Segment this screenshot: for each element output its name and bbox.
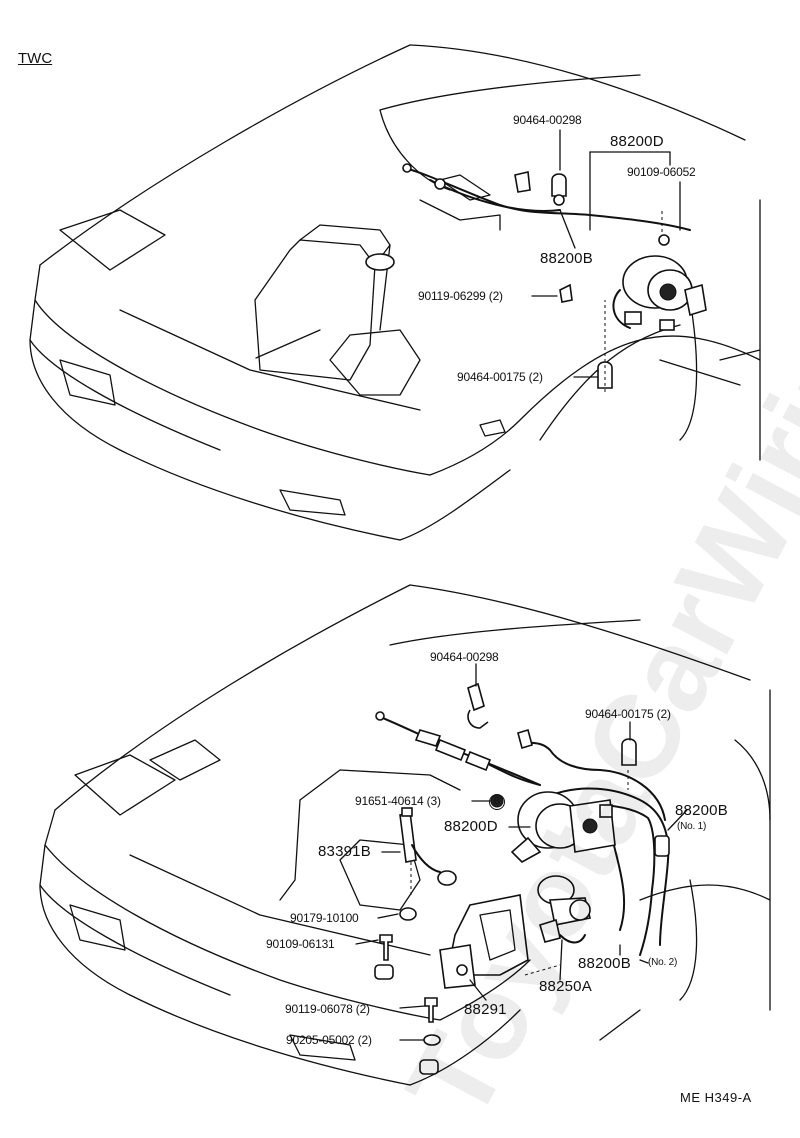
page-title: TWC	[18, 50, 53, 67]
label-91651-40614: 91651-40614 (3)	[355, 794, 441, 808]
label-88200b-top: 88200B	[540, 250, 593, 267]
label-90205-05002: 90205-05002 (2)	[286, 1033, 372, 1047]
top-leader-lines	[531, 129, 681, 378]
label-90179-10100: 90179-10100	[290, 911, 359, 925]
label-88200b-no1: 88200B	[675, 802, 728, 819]
label-88200d-bottom: 88200D	[444, 818, 498, 835]
diagram-code: ME H349-A	[680, 1090, 752, 1105]
label-88291: 88291	[464, 1001, 507, 1018]
label-90119-06299-top: 90119-06299 (2)	[418, 289, 503, 303]
bottom-car-body	[39, 584, 771, 1086]
label-91651-40614-tag: B	[489, 794, 505, 810]
label-88250a: 88250A	[539, 978, 592, 995]
label-no2: (No. 2)	[648, 957, 678, 968]
label-90464-00298-top: 90464-00298	[513, 113, 582, 127]
label-90464-00298-bottom: 90464-00298	[430, 650, 499, 664]
label-90464-00175-bottom: 90464-00175 (2)	[585, 707, 671, 721]
label-90109-06131: 90109-06131	[266, 937, 335, 951]
label-90109-06052-top: 90109-06052	[627, 165, 696, 179]
label-83391b: 83391B	[318, 843, 371, 860]
bottom-vacuum-assembly	[374, 682, 670, 1075]
top-car-body	[29, 44, 761, 541]
label-90119-06078: 90119-06078 (2)	[285, 1002, 370, 1016]
label-88200b-no1-sub: (No. 1)	[677, 821, 707, 832]
label-88200d-top: 88200D	[610, 133, 664, 150]
top-vacuum-assembly	[402, 163, 707, 392]
label-88200b-no2: 88200B	[578, 955, 631, 972]
bottom-leader-lines	[355, 663, 688, 1041]
label-90464-00175-top: 90464-00175 (2)	[457, 370, 543, 384]
